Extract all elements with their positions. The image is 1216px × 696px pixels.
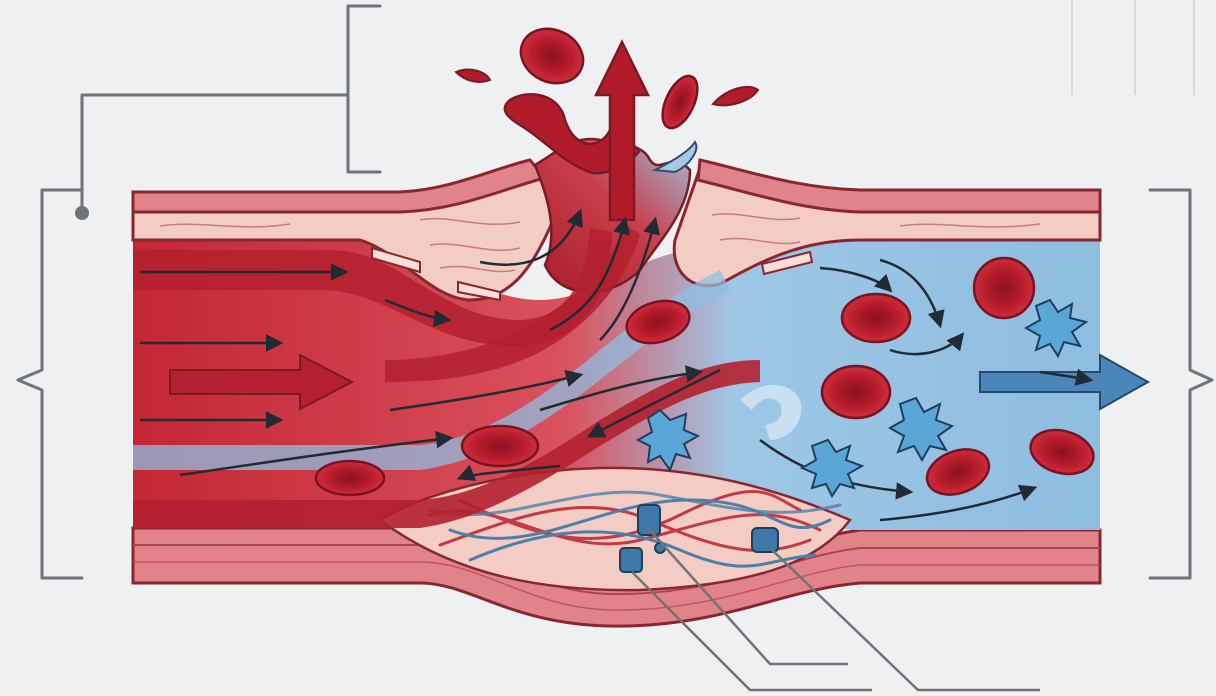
leader-dot bbox=[75, 206, 89, 220]
left-brace bbox=[18, 190, 82, 578]
rbc bbox=[974, 258, 1034, 318]
rbc bbox=[822, 366, 890, 418]
right-brace bbox=[1150, 190, 1212, 578]
rbc bbox=[316, 461, 384, 495]
panel-guides bbox=[1072, 0, 1194, 95]
rbc bbox=[462, 426, 538, 466]
rbc bbox=[842, 294, 910, 342]
rbc bbox=[655, 71, 704, 134]
top-bracket bbox=[348, 6, 380, 172]
rbc bbox=[512, 19, 592, 93]
